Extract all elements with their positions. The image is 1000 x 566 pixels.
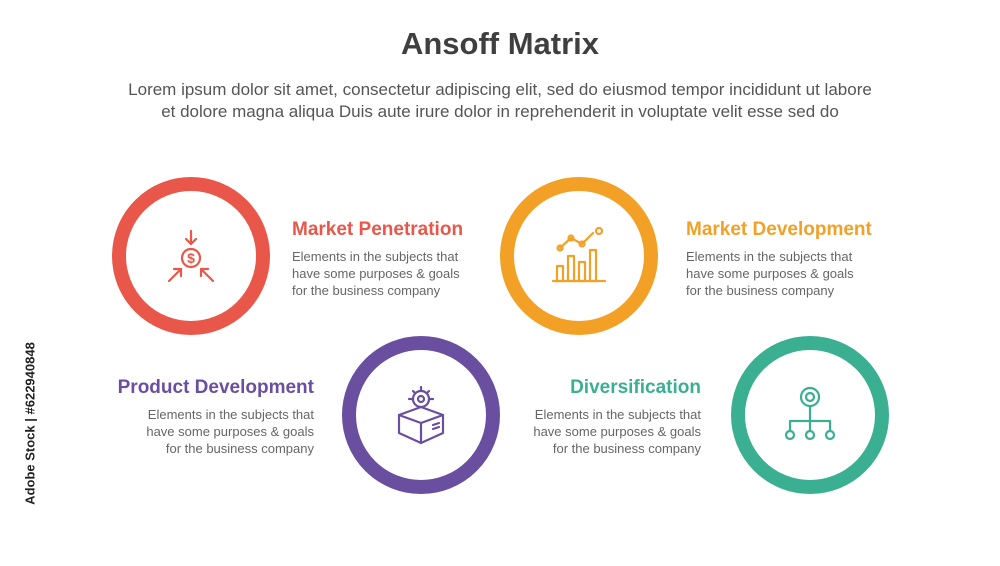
svg-text:$: $ [187, 250, 195, 266]
subtitle-line: Lorem ipsum dolor sit amet, consectetur … [128, 80, 872, 99]
description-line: Elements in the subjects that [686, 249, 853, 264]
description-line: Elements in the subjects that [534, 407, 701, 422]
market-development-circle [500, 177, 658, 335]
product-development-heading: Product Development [117, 377, 314, 398]
market-development-description: Elements in the subjects that have some … [686, 248, 854, 299]
description-line: for the business company [552, 441, 701, 456]
watermark-text: Adobe Stock | #622940848 [22, 342, 38, 505]
description-line: have some purposes & goals [533, 424, 701, 439]
page-subtitle: Lorem ipsum dolor sit amet, consectetur … [40, 79, 960, 123]
subtitle-line: et dolore magna aliqua Duis aute irure d… [161, 102, 839, 121]
stock-watermark: Adobe Stock | #622940848 [0, 296, 56, 566]
description-line: for the business company [292, 283, 441, 298]
dollar-inflow-icon: $ [167, 229, 215, 283]
diversification-heading: Diversification [570, 377, 701, 398]
product-development-description: Elements in the subjects that have some … [60, 406, 314, 457]
description-line: have some purposes & goals [292, 266, 460, 281]
description-line: for the business company [165, 441, 314, 456]
bar-chart-growth-icon [551, 226, 607, 283]
market-penetration-description: Elements in the subjects that have some … [292, 248, 460, 299]
page-title: Ansoff Matrix [400, 26, 600, 61]
diversification-circle [731, 336, 889, 494]
description-line: Elements in the subjects that [292, 249, 459, 264]
description-line: for the business company [686, 283, 835, 298]
box-gear-icon [397, 385, 445, 445]
market-development-heading: Market Development [686, 219, 872, 240]
market-penetration-heading: Market Penetration [292, 219, 464, 240]
diversification-description: Elements in the subjects that have some … [450, 406, 701, 457]
description-line: have some purposes & goals [686, 266, 854, 281]
market-penetration-circle: $ [112, 177, 270, 335]
description-line: Elements in the subjects that [147, 407, 314, 422]
hierarchy-icon [784, 386, 836, 441]
description-line: have some purposes & goals [146, 424, 314, 439]
